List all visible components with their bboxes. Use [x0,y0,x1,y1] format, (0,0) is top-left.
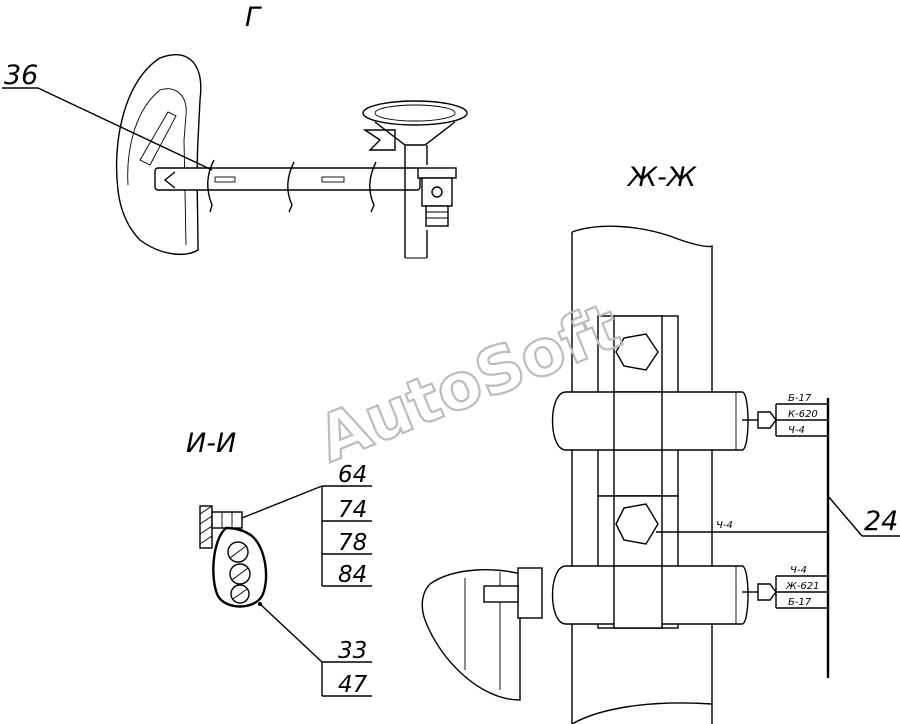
clip-bolt [211,511,243,529]
connector-cap [417,167,457,179]
fender-inner-edge [127,88,187,246]
view-i-assembly: И-И 64 74 78 84 33 [186,428,372,698]
wire-label-bottom-2: Ж-621 [785,581,819,592]
wire-label-top-3: Ч-4 [788,425,805,436]
callout-78: 78 [338,530,367,556]
hatch-4 [199,535,213,545]
callout-36-leader [37,87,213,171]
wire-label-top-1: Б-17 [788,393,812,404]
bar-slot-1 [214,176,236,183]
lower-bolt-head [615,503,659,545]
connector-body [421,177,453,207]
cable-1 [227,541,249,563]
upper-cylinder-clamp [613,391,663,451]
view-g-title: Г [245,2,262,33]
connector-hole [431,186,443,198]
view-zh-title: Ж-Ж [626,162,697,193]
seat-cone [374,121,456,146]
view-g-assembly: Г 36 [2,2,468,259]
cable-1-hatch [229,545,247,559]
upper-bolt-head [615,333,659,371]
clamp-1 [207,159,215,213]
wire-label-middle: Ч-4 [716,520,733,531]
bar-end-arrow [163,171,176,189]
callout-24-leader [827,495,863,537]
callout-74: 74 [338,497,367,523]
lower-cylinder-clamp [613,565,663,629]
direction-flag [362,129,396,151]
lamp-stem-bolt [483,585,519,603]
hatch-2 [199,515,213,525]
callout-64: 64 [338,462,367,488]
cable-2-hatch [231,567,249,581]
wire-label-top-2: К-620 [788,409,818,420]
top-terminal [757,411,777,429]
hatch-1 [199,505,213,515]
wire-label-bottom-1: Ч-4 [790,565,807,576]
callout-36: 36 [4,60,38,91]
view-zh-assembly: Ж-Ж [421,162,900,724]
rail-bottom-curve [571,702,713,724]
connector-nut [425,205,449,227]
fender-bracket [139,111,177,166]
callout-84: 84 [338,562,367,588]
wire-label-bottom-3: Б-17 [788,597,812,608]
cable-3 [230,584,250,604]
fender-outline [115,53,202,255]
cable-2 [229,563,251,585]
cable-3-hatch [232,588,248,600]
view-i-title: И-И [186,428,236,459]
callout-33: 33 [338,638,367,664]
clamp-2 [287,161,295,213]
hatch-3 [199,525,213,535]
lamp-stem-block [517,567,543,619]
clamp-3 [369,161,377,213]
rail-right-edge [571,225,713,724]
callout-47: 47 [338,672,368,698]
seat-plate-inner [374,104,456,122]
callout-24: 24 [864,506,898,537]
cable-clip [212,526,268,608]
bottom-terminal [757,583,777,601]
callout-stack2-leader [259,603,323,663]
callout-stack1-leader [241,485,323,519]
lamp-housing [421,569,521,701]
bar-slot-2 [321,176,345,183]
